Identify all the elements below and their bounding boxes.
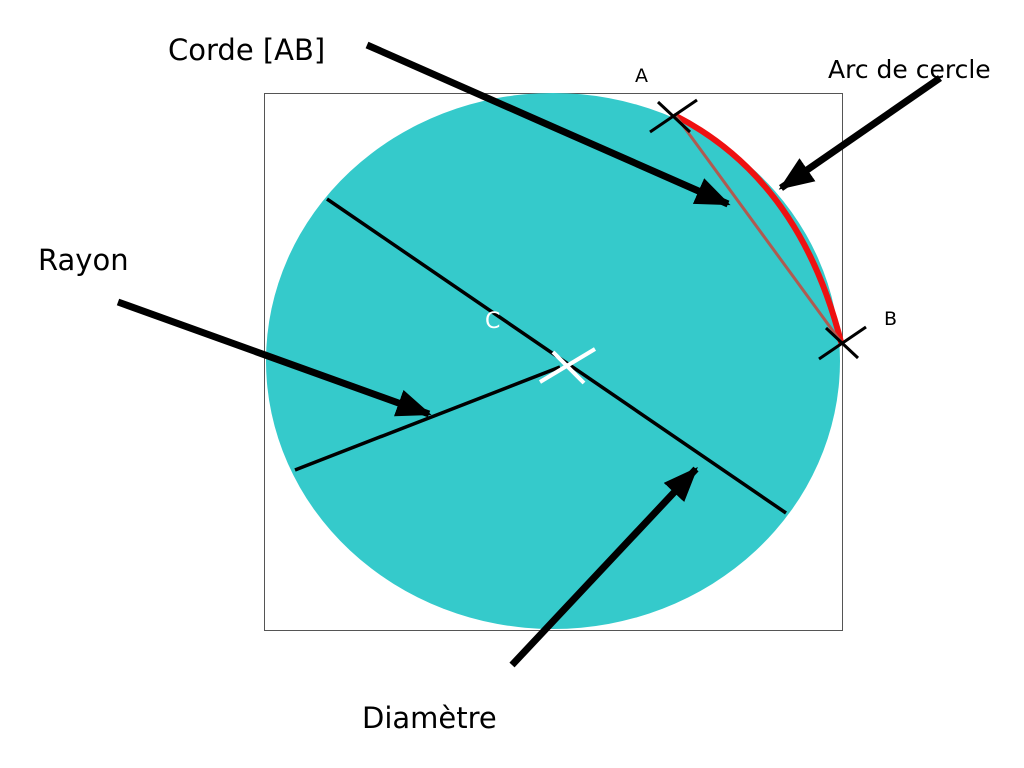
radius-pointer-arrow — [116, 298, 432, 418]
arc-pointer-arrow — [778, 75, 942, 191]
radius-line — [294, 365, 561, 472]
radius-label: Rayon — [38, 243, 129, 277]
chord-pointer-arrow — [365, 41, 731, 208]
chord-ab-line — [674, 115, 843, 343]
center-cross-mark — [538, 347, 597, 385]
point-a-label: A — [635, 65, 648, 87]
point-b-cross — [818, 325, 867, 361]
arc-label: Arc de cercle — [828, 55, 991, 84]
point-b-label: B — [884, 308, 897, 330]
center-label: C — [485, 309, 500, 334]
diameter-label: Diamètre — [362, 701, 497, 735]
point-a-cross — [649, 98, 698, 134]
diameter-pointer-arrow — [509, 466, 699, 668]
arc-of-circle — [673, 113, 844, 345]
chord-label: Corde [AB] — [168, 33, 325, 67]
